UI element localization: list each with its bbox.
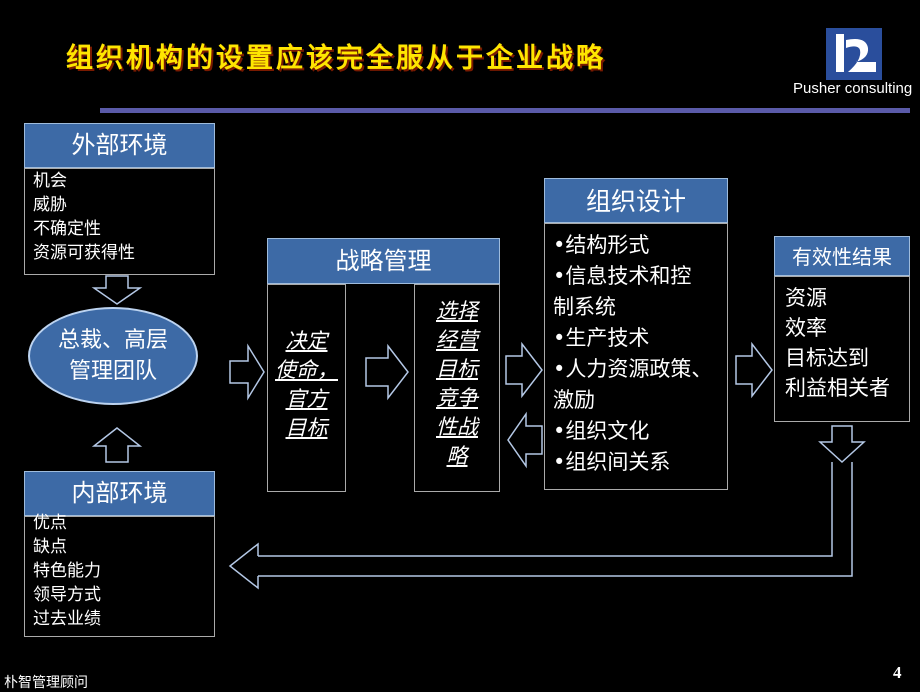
pusher-logo-icon: [826, 28, 882, 80]
arrow-mission-to-choice-icon: [365, 343, 409, 401]
arrow-to-strategy-icon: [229, 343, 265, 401]
strategy-mission-box: 决定 使命， 官方 目标: [267, 284, 346, 492]
arrow-results-down-icon: [818, 425, 866, 464]
external-item-uncertainty: 不确定性: [33, 219, 101, 239]
internal-item-past-performance: 过去业绩: [33, 609, 101, 629]
results-header: 有效性结果: [774, 236, 910, 276]
org-item: •人力资源政策、: [553, 357, 713, 381]
results-box: 资源 效率 目标达到 利益相关者: [774, 276, 910, 422]
choice-line-4: 竞争: [436, 386, 478, 410]
org-design-header: 组织设计: [544, 178, 728, 223]
org-item: •组织文化: [553, 419, 650, 443]
arrow-feedback-left-icon: [228, 542, 259, 590]
arrow-external-down-icon: [91, 275, 143, 305]
org-item: •组织间关系: [553, 450, 671, 474]
arrow-to-org-design-icon: [505, 341, 543, 399]
title-rule: [100, 108, 910, 113]
org-item: 激励: [553, 388, 595, 412]
org-item: •生产技术: [553, 326, 650, 350]
org-item: 制系统: [553, 295, 616, 319]
external-item-opportunity: 机会: [33, 171, 67, 191]
logo-text: Pusher consulting: [793, 80, 913, 97]
result-item-stakeholders: 利益相关者: [785, 376, 890, 400]
internal-item-strengths: 优点: [33, 513, 67, 533]
strategy-header: 战略管理: [267, 238, 500, 284]
result-item-efficiency: 效率: [785, 316, 827, 340]
management-team-oval: 总裁、高层 管理团队: [28, 307, 198, 405]
choice-line-3: 目标: [436, 357, 478, 381]
choice-line-6: 略: [446, 444, 468, 468]
page-number: 4: [893, 663, 902, 682]
arrow-internal-up-icon: [91, 427, 143, 463]
internal-item-weaknesses: 缺点: [33, 537, 67, 557]
external-env-header: 外部环境: [24, 123, 215, 168]
external-env-box: 机会 威胁 不确定性 资源可获得性: [24, 168, 215, 275]
mission-line-4: 目标: [285, 416, 328, 440]
management-line2: 管理团队: [68, 359, 157, 384]
management-line1: 总裁、高层: [57, 328, 168, 353]
mission-line-2: 使命，: [275, 358, 338, 382]
external-item-resources: 资源可获得性: [33, 243, 135, 263]
internal-env-box: 优点 缺点 特色能力 领导方式 过去业绩: [24, 513, 215, 637]
footer-company: 朴智管理顾问: [4, 675, 88, 691]
mission-line-3: 官方: [285, 387, 328, 411]
internal-item-capabilities: 特色能力: [33, 561, 101, 581]
choice-line-2: 经营: [436, 328, 478, 352]
result-item-goals: 目标达到: [785, 346, 869, 370]
strategy-choice-box: 选择 经营 目标 竞争 性战 略: [414, 284, 500, 492]
internal-item-leadership: 领导方式: [33, 585, 101, 605]
choice-line-1: 选择: [436, 299, 478, 323]
org-design-box: •结构形式 •信息技术和控 制系统 •生产技术 •人力资源政策、 激励 •组织文…: [544, 223, 728, 490]
org-item: •结构形式: [553, 233, 650, 257]
arrow-to-results-icon: [735, 341, 773, 399]
mission-line-1: 决定: [285, 329, 328, 353]
arrow-back-to-strategy-icon: [507, 411, 543, 469]
org-item: •信息技术和控: [553, 264, 692, 288]
internal-env-header: 内部环境: [24, 471, 215, 516]
choice-line-5: 性战: [436, 415, 478, 439]
external-item-threat: 威胁: [33, 195, 67, 215]
result-item-resources: 资源: [785, 286, 827, 310]
page-title: 组织机构的设置应该完全服从于企业战略: [66, 43, 606, 74]
